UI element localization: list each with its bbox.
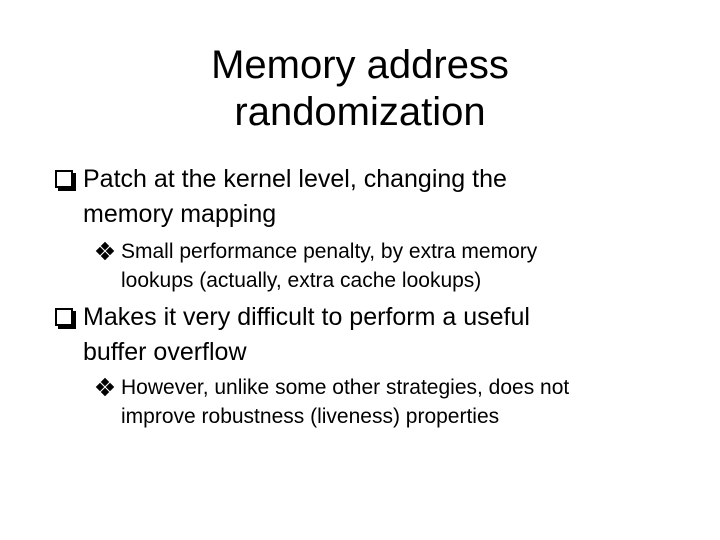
diamond-bullet-icon [95, 377, 115, 397]
slide-title: Memory address randomization [0, 42, 720, 136]
bullet-text-line: Makes it very difficult to perform a use… [83, 303, 530, 331]
bullet-text-line: lookups (actually, extra cache lookups) [121, 269, 482, 292]
bullet-text-line: Patch at the kernel level, changing the [83, 165, 507, 193]
bullet-item-3: Makes it very difficult to perform a use… [55, 300, 530, 370]
diamond-bullet-icon [95, 241, 115, 261]
bullet-item-4: However, unlike some other strategies, d… [95, 373, 569, 431]
square-bullet-icon [55, 308, 73, 326]
slide-title-line-1: Memory address [211, 43, 509, 87]
bullet-text-line: memory mapping [83, 200, 277, 228]
bullet-text-line: improve robustness (liveness) properties [121, 405, 500, 428]
bullet-text: Patch at the kernel level, changing the … [83, 162, 507, 232]
bullet-text: However, unlike some other strategies, d… [121, 373, 569, 431]
bullet-text-line: Small performance penalty, by extra memo… [121, 240, 538, 263]
bullet-item-2: Small performance penalty, by extra memo… [95, 237, 537, 295]
bullet-text: Small performance penalty, by extra memo… [121, 237, 537, 295]
bullet-text-line: However, unlike some other strategies, d… [121, 376, 570, 399]
bullet-text-line: buffer overflow [83, 338, 247, 366]
square-bullet-icon [55, 170, 73, 188]
bullet-text: Makes it very difficult to perform a use… [83, 300, 530, 370]
slide-title-line-2: randomization [234, 90, 486, 134]
bullet-item-1: Patch at the kernel level, changing the … [55, 162, 507, 232]
